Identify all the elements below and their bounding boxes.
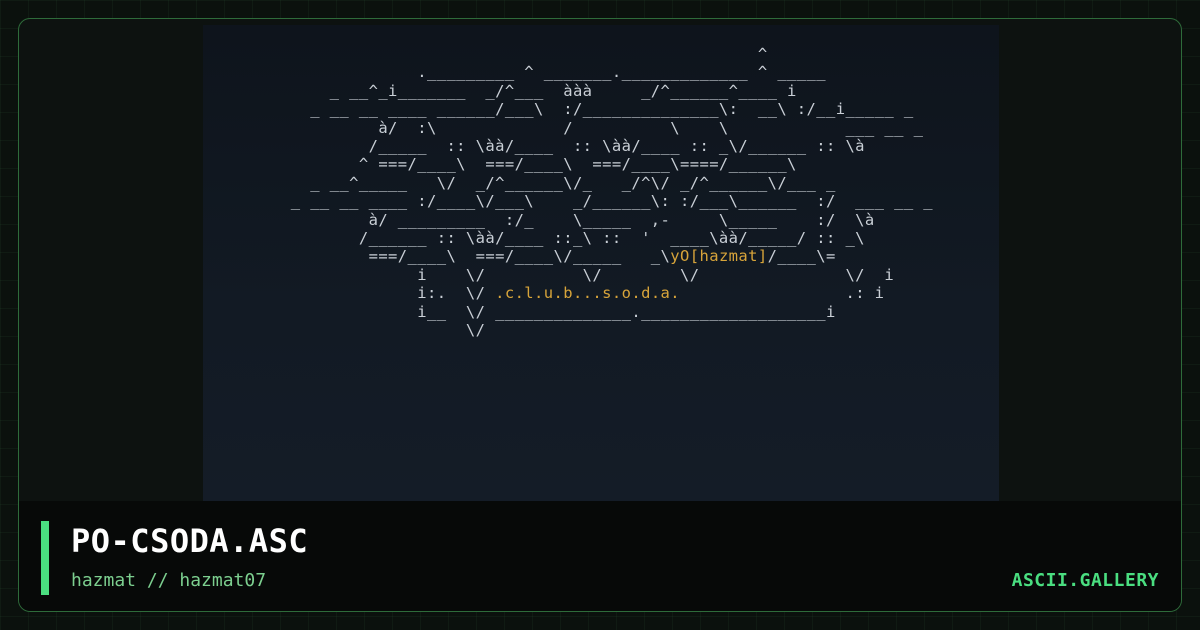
ascii-art-panel: ^ ._________ ^ _______._____________ ^ _… [203,25,999,501]
card-frame: ^ ._________ ^ _______._____________ ^ _… [18,18,1182,612]
ascii-group-name: .c.l.u.b...s.o.d.a. [495,284,681,303]
site-brand: ASCII.GALLERY [1011,570,1159,591]
artist-credit: hazmat // hazmat07 [71,570,267,591]
artwork-title: PO-CSODA.ASC [71,522,309,560]
accent-bar [41,521,49,595]
info-bar: PO-CSODA.ASC hazmat // hazmat07 ASCII.GA… [19,501,1181,611]
ascii-signature: yO[hazmat] [670,247,768,266]
ascii-art: ^ ._________ ^ _______._____________ ^ _… [281,45,934,340]
